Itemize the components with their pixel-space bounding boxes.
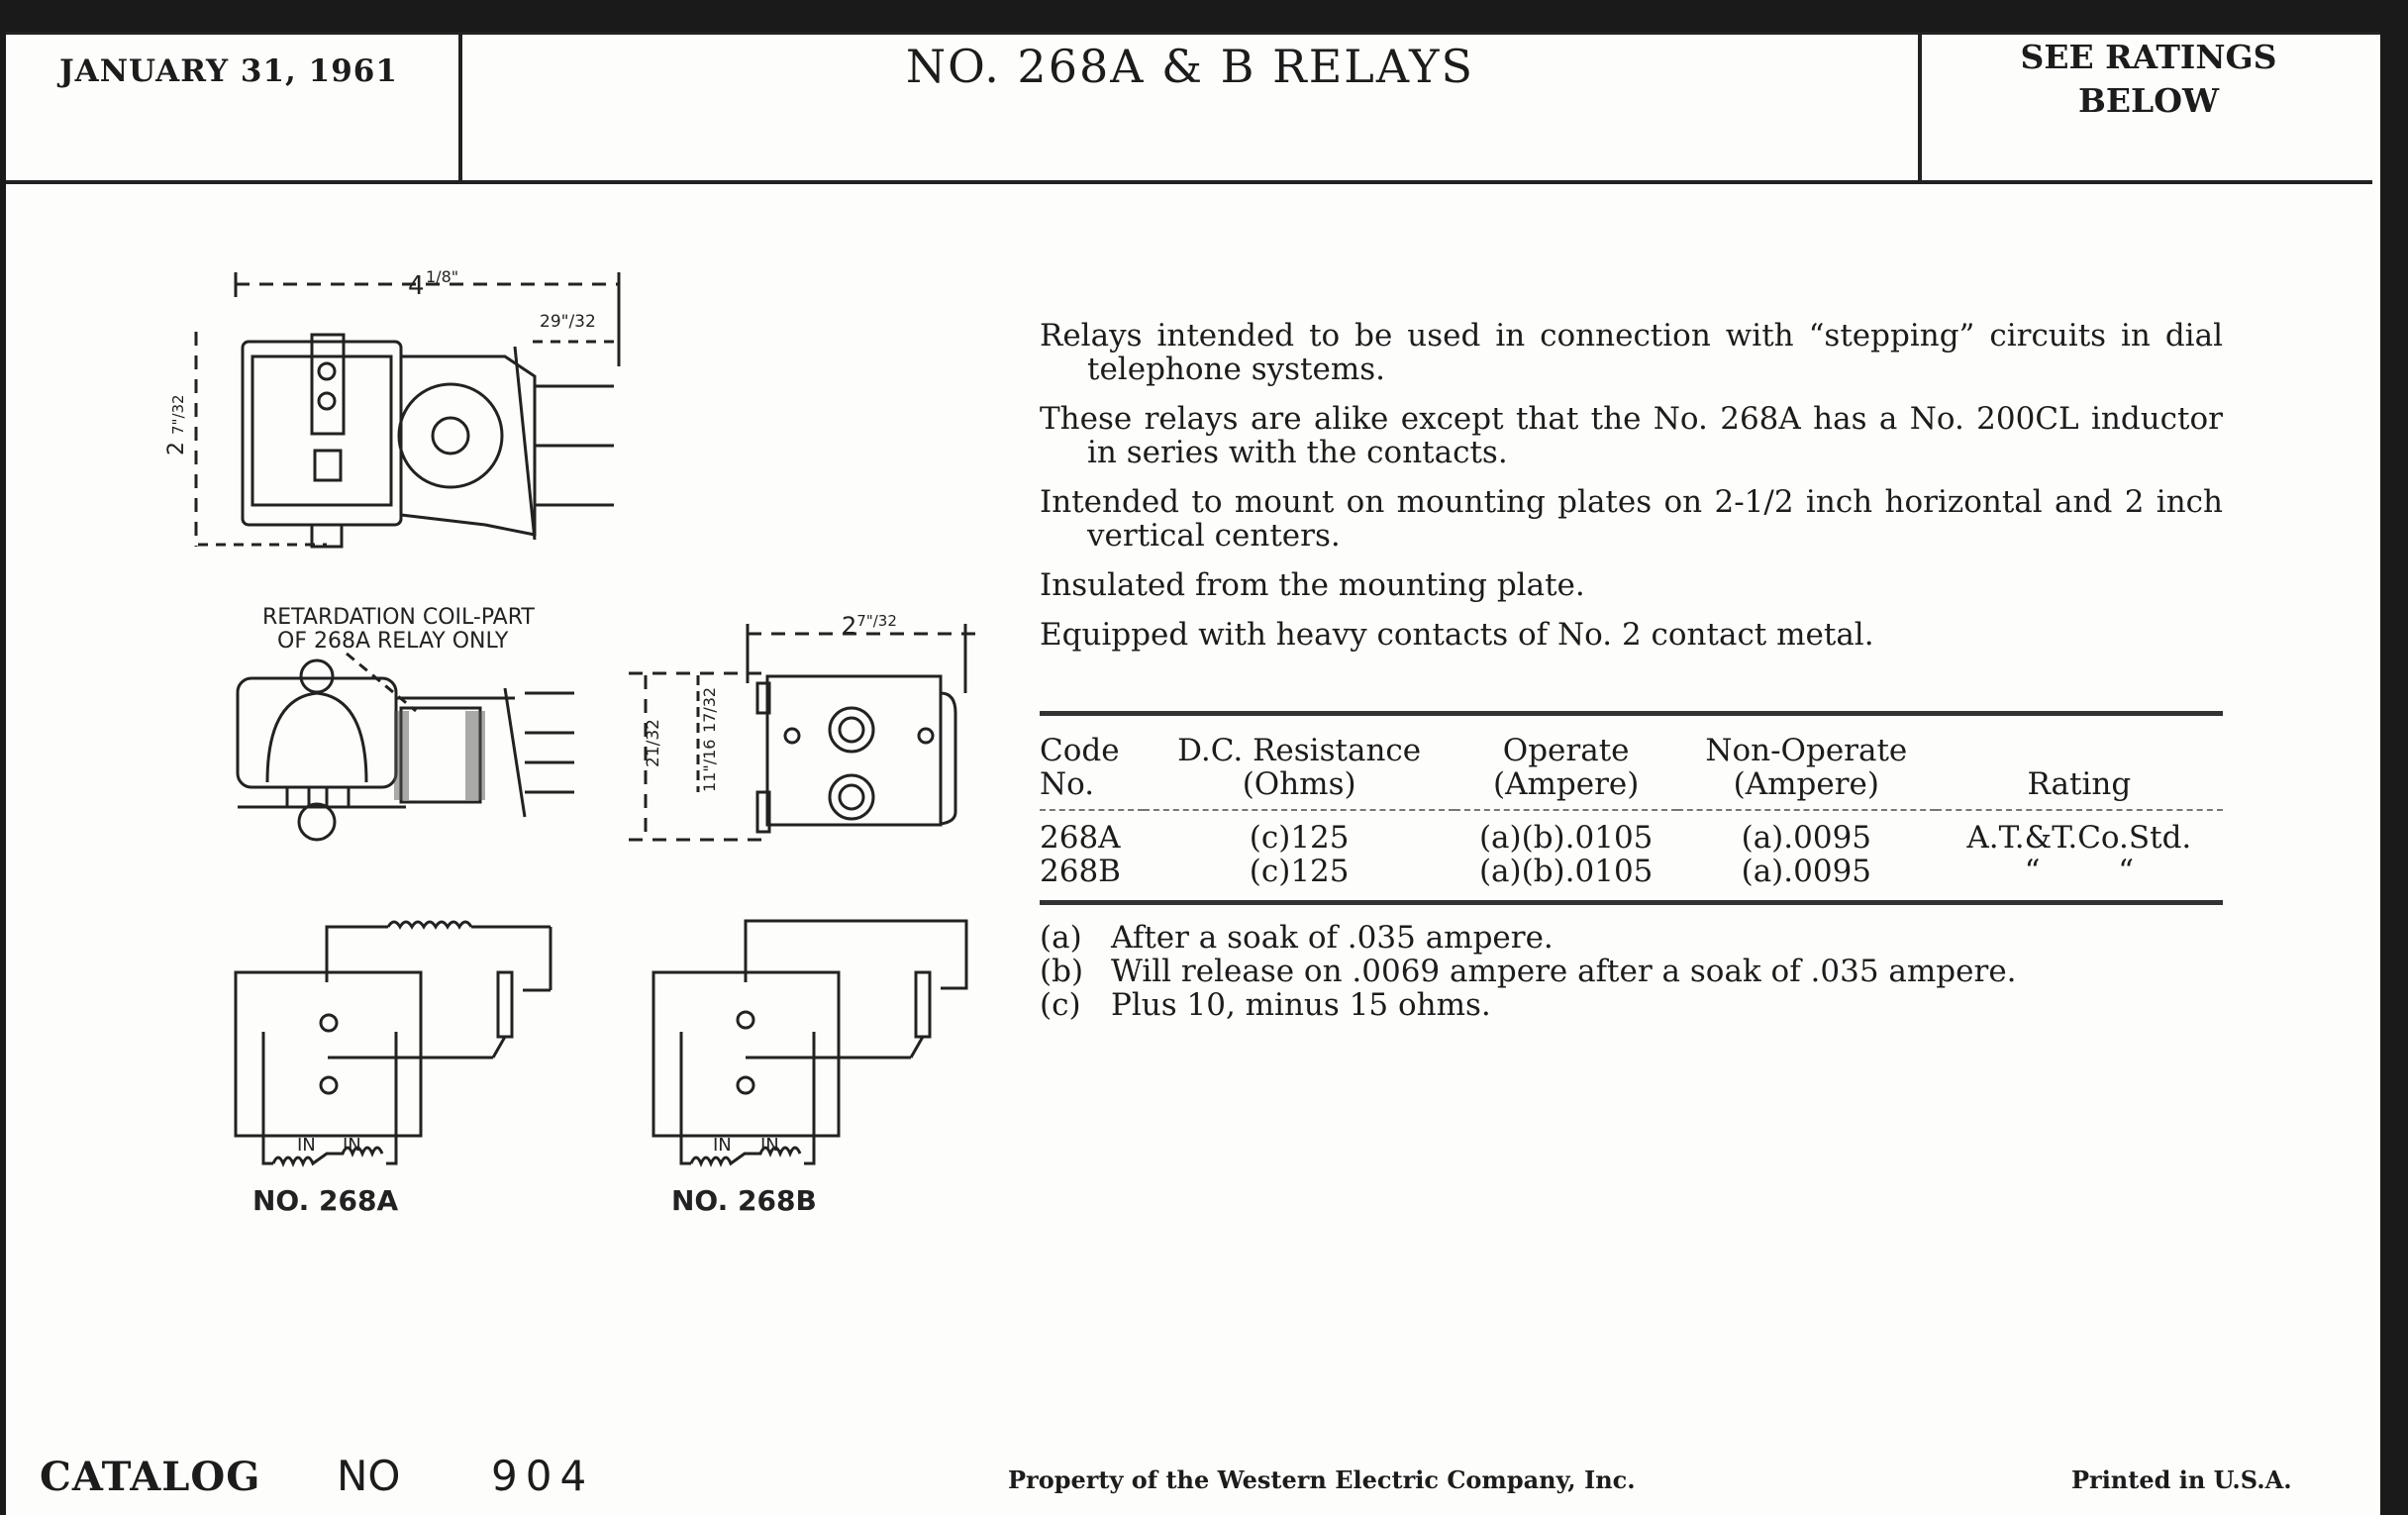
catalog-no-label: NO (337, 1452, 401, 1500)
header-divider (1918, 34, 1922, 182)
ratings-line-1: SEE RATINGS (2020, 38, 2277, 76)
top-width-whole: 4 (408, 271, 425, 301)
top-depth-dim: 29"/32 (540, 312, 596, 332)
catalog-number: 904 (491, 1452, 595, 1500)
col-non-operate: Non-Operate(Ampere) (1676, 713, 1936, 811)
cell-operate: (a)(b).0105 (1478, 820, 1654, 856)
cell-resistance: (c)125 (1143, 855, 1455, 905)
schematic-268b-label: NO. 268B (671, 1184, 817, 1217)
schematic-268a: IN IN NO. 268A (234, 920, 552, 1217)
catalog-label: CATALOG (40, 1454, 261, 1500)
page-title: NO. 268A & B RELAYS (905, 40, 1475, 93)
top-width-frac: 1/8" (426, 267, 458, 286)
property-notice: Property of the Western Electric Company… (1008, 1465, 1636, 1494)
description-paragraph: Insulated from the mounting plate. (1040, 567, 1585, 603)
cell-resistance: (c)125 (1249, 820, 1350, 856)
coil-callout-line-2: OF 268A RELAY ONLY (277, 629, 509, 654)
cell-non-operate: (a).0095 (1676, 855, 1936, 905)
schematic-268b: IN IN NO. 268B (652, 919, 968, 1217)
schematic-268a-label: NO. 268A (252, 1184, 398, 1217)
description-paragraph: Equipped with heavy contacts of No. 2 co… (1040, 617, 1874, 653)
ratings-note: SEE RATINGS BELOW (1931, 36, 2366, 123)
ratings-line-2: BELOW (2077, 81, 2220, 120)
winding-label: IN (713, 1135, 732, 1156)
footnote: (b)Will release on .0069 ampere after a … (1040, 954, 2017, 989)
table-row: 268A (c)125 (a)(b).0105 (a).0095 A.T.&T.… (1040, 810, 2223, 855)
description: Relays intended to be used in connection… (1040, 319, 2223, 667)
col-operate: Operate(Ampere) (1455, 713, 1677, 811)
description-paragraph: Intended to mount on mounting plates on … (1040, 484, 2223, 554)
coil-callout-line-1: RETARDATION COIL-PART (262, 605, 535, 630)
description-paragraph: These relays are alike except that the N… (1040, 401, 2223, 470)
footnote: (c)Plus 10, minus 15 ohms. (1040, 987, 1491, 1023)
table-row: 268B (c)125 (a)(b).0105 (a).0095 “ “ (1040, 855, 2223, 905)
cell-rating: “ “ (1935, 855, 2223, 905)
side-width-dim: 27"/32 (842, 612, 897, 640)
col-resistance: D.C. Resistance(Ohms) (1143, 713, 1455, 811)
cell-code: 268B (1040, 855, 1144, 905)
side-dim-c: 11"/16 (700, 740, 719, 792)
side-dim-b: 21/32 (644, 719, 663, 767)
top-height-dim: 2 7"/32 (164, 394, 189, 455)
cell-code: 268A (1040, 820, 1121, 856)
printed-notice: Printed in U.S.A. (2071, 1465, 2292, 1494)
winding-label: IN (343, 1135, 361, 1156)
header-divider (458, 34, 462, 182)
side-dim-a: 17/32 (700, 687, 719, 733)
header-top-rule (6, 32, 2380, 35)
cell-rating: A.T.&T.Co.Std. (1966, 820, 2192, 856)
header-bottom-rule (6, 180, 2372, 184)
footnotes: (a)After a soak of .035 ampere. (b)Will … (1040, 921, 2017, 1022)
issue-date: JANUARY 31, 1961 (59, 53, 398, 89)
cell-non-operate: (a).0095 (1741, 820, 1872, 856)
winding-label: IN (297, 1135, 316, 1156)
col-rating: Rating (1935, 713, 2223, 811)
footnote: (a)After a soak of .035 ampere. (1040, 920, 1554, 956)
relay-side-view-drawing: RETARDATION COIL-PART OF 268A RELAY ONLY… (236, 605, 975, 842)
winding-label: IN (760, 1135, 779, 1156)
description-paragraph: Relays intended to be used in connection… (1040, 318, 2223, 387)
cell-operate: (a)(b).0105 (1455, 855, 1677, 905)
relay-top-view-drawing: 4 1/8" 29"/32 2 7"/32 (164, 267, 621, 549)
